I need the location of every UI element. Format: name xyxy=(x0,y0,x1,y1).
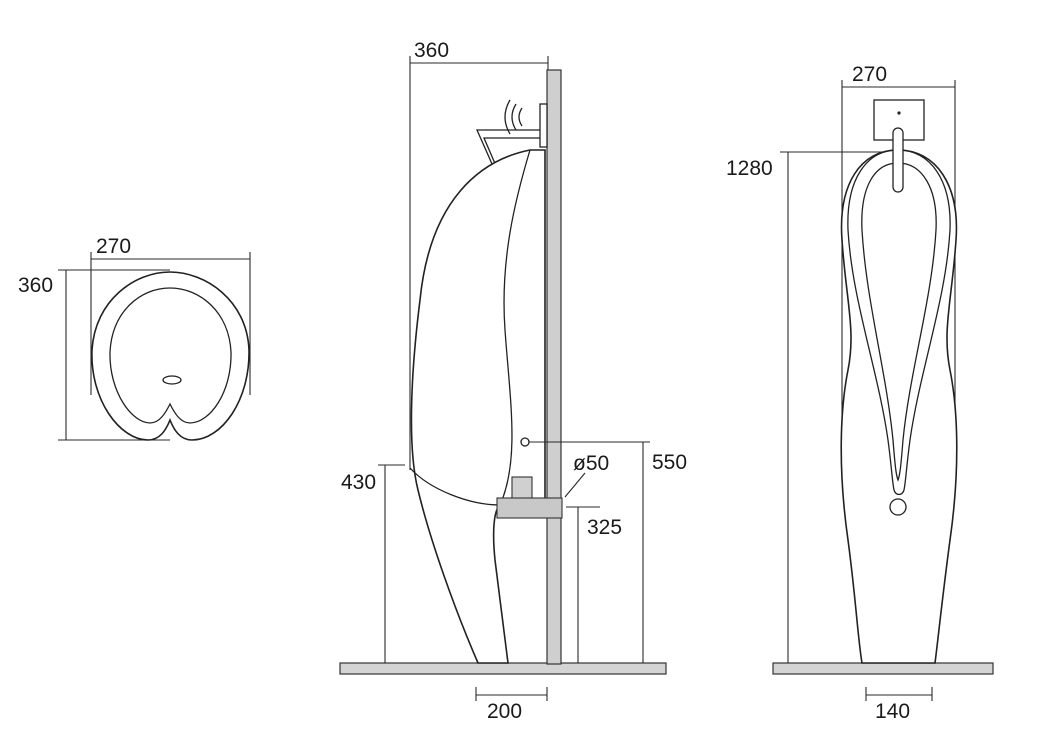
outlet-pipe xyxy=(496,497,563,519)
urinal-lower-sweep xyxy=(409,467,501,506)
front-width-label: 270 xyxy=(852,63,887,86)
urinal-side-profile xyxy=(410,149,546,664)
outlet-diameter-leader xyxy=(564,472,586,498)
top-depth-label: 360 xyxy=(18,274,53,297)
front-view: 270 1280 140 xyxy=(726,63,994,723)
urinal-front-outline xyxy=(840,149,958,664)
drain-slot xyxy=(162,375,182,385)
side-wall xyxy=(546,69,562,665)
side-base-label: 200 xyxy=(487,700,522,723)
water-inlet-point xyxy=(520,437,530,447)
side-view: 360 550 ø50 325 430 xyxy=(339,39,687,723)
bowl-outline-inner xyxy=(109,287,232,424)
wireless-signal-icon xyxy=(504,99,523,135)
side-floor-plate xyxy=(339,662,667,675)
sensor-plate xyxy=(539,103,548,148)
top-width-label: 270 xyxy=(96,235,131,258)
inlet-height-label: 550 xyxy=(652,451,687,474)
urinal-front-loop-inner xyxy=(861,162,937,482)
flush-spout xyxy=(892,127,904,193)
front-height-label: 1280 xyxy=(726,157,773,180)
top-view: 270 360 xyxy=(18,235,251,441)
bowl-outline-outer xyxy=(91,271,250,441)
rim-height-label: 430 xyxy=(341,471,376,494)
outlet-diameter-label: ø50 xyxy=(573,452,609,475)
front-drain xyxy=(889,498,907,516)
urinal-front-loop-outer xyxy=(847,149,951,496)
front-floor-plate xyxy=(772,662,994,675)
outlet-height-label: 325 xyxy=(587,516,622,539)
sensor-dot xyxy=(897,111,901,115)
side-projection-label: 360 xyxy=(414,39,449,62)
front-base-label: 140 xyxy=(875,700,910,723)
urinal-inner-lip xyxy=(499,149,531,506)
